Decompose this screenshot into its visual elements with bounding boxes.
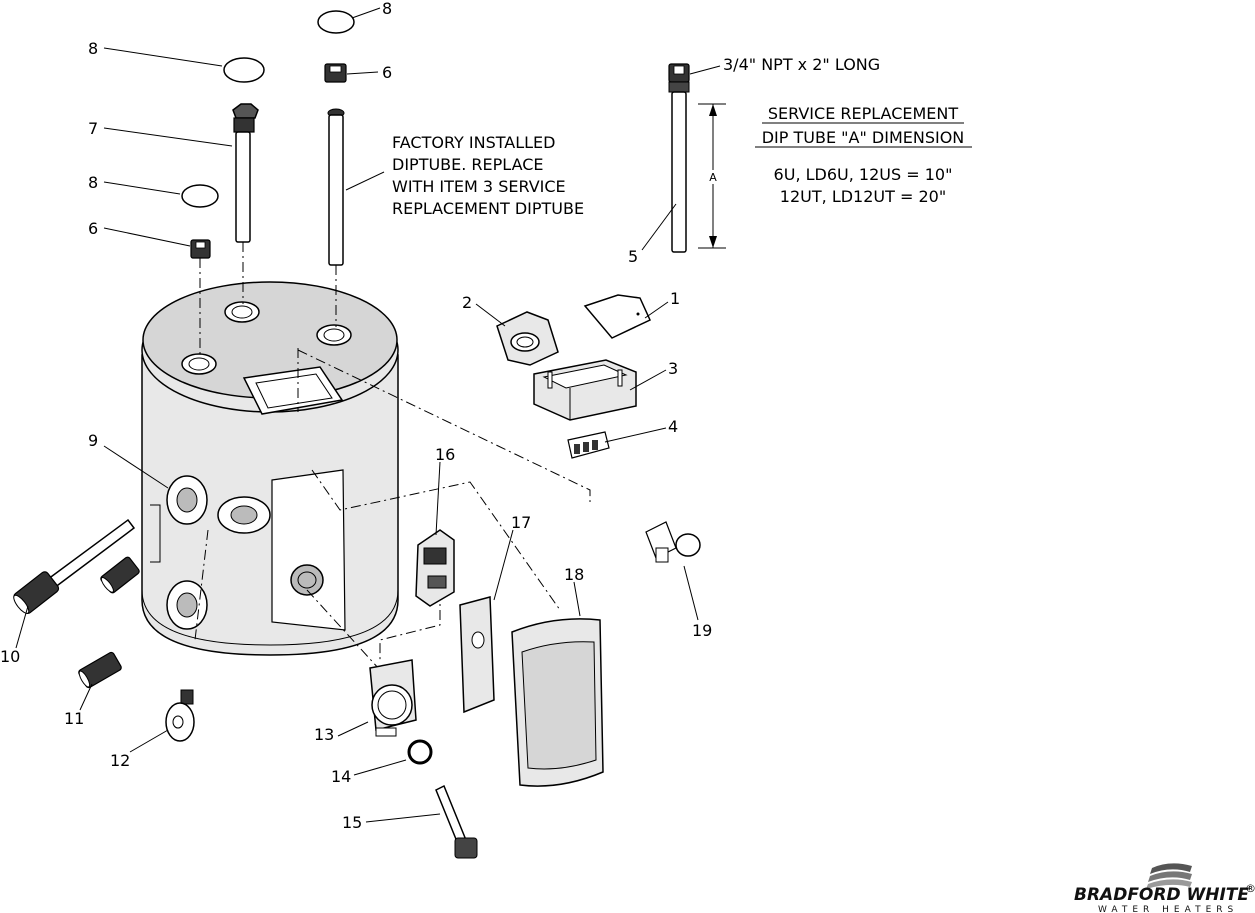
callout-7: 7	[88, 119, 98, 138]
callout-17: 17	[511, 513, 531, 532]
model-note-line-2: 12UT, LD12UT = 20"	[780, 187, 946, 206]
callout-8-top-right: 8	[382, 0, 392, 18]
drain-valve	[165, 689, 195, 742]
brand-registered-mark: ®	[1245, 882, 1255, 895]
nipple-spec-note: 3/4" NPT x 2" LONG	[723, 55, 880, 74]
factory-note-line-4: REPLACEMENT DIPTUBE	[392, 199, 584, 218]
callout-1: 1	[670, 289, 680, 308]
callout-9: 9	[88, 431, 98, 450]
callout-14: 14	[331, 767, 351, 786]
nipple-upper	[100, 556, 140, 594]
callout-6-right: 6	[382, 63, 392, 82]
terminal-block	[567, 431, 610, 459]
element-gasket-bracket	[369, 659, 417, 737]
callout-3: 3	[668, 359, 678, 378]
nipple-lower	[78, 651, 122, 689]
thermostat-bracket	[459, 596, 495, 714]
nipple-right	[324, 63, 347, 83]
brand-tagline: WATER HEATERS	[1098, 905, 1238, 913]
leader-lines	[15, 7, 721, 823]
plug-cap-mid-left	[181, 184, 219, 208]
callout-11: 11	[64, 709, 84, 728]
dimension-letter: A	[709, 171, 717, 184]
gasket-ring	[407, 739, 433, 765]
callout-8-top-left: 8	[88, 39, 98, 58]
plug-cap-top-left	[223, 57, 265, 83]
service-note-line-1: SERVICE REPLACEMENT	[768, 104, 959, 123]
callout-10: 10	[0, 647, 20, 666]
factory-note-line-2: DIPTUBE. REPLACE	[392, 155, 544, 174]
callout-numbers: 8 7 8 6 8 6 5 1 2 3 4 9 10 11 12 13 14 1…	[0, 0, 712, 832]
callout-5: 5	[628, 247, 638, 266]
service-diptube	[668, 63, 690, 253]
element-cover	[511, 618, 604, 787]
callout-12: 12	[110, 751, 130, 770]
side-fitting-upper-left	[166, 475, 208, 525]
callout-6-left: 6	[88, 219, 98, 238]
callout-4: 4	[668, 417, 678, 436]
mounting-plate	[496, 311, 559, 366]
notes: 3/4" NPT x 2" LONG FACTORY INSTALLED DIP…	[392, 55, 972, 218]
brand-name: BRADFORD WHITE	[1074, 885, 1249, 905]
factory-note-line-3: WITH ITEM 3 SERVICE	[392, 177, 566, 196]
plug-cap-top-right	[317, 10, 355, 34]
alignment-lines	[194, 242, 591, 671]
thermostat	[415, 529, 455, 607]
dimension-a: A	[698, 103, 726, 249]
side-fitting-lower-left	[166, 580, 208, 630]
heating-element	[435, 784, 478, 859]
factory-note-line-1: FACTORY INSTALLED	[392, 133, 555, 152]
tp-valve	[645, 521, 701, 563]
anode-rod	[232, 103, 259, 243]
callout-18: 18	[564, 565, 584, 584]
callout-19: 19	[692, 621, 712, 640]
bradford-white-logo: BRADFORD WHITE ® WATER HEATERS	[1074, 863, 1255, 913]
callout-13: 13	[314, 725, 334, 744]
service-note-line-2: DIP TUBE "A" DIMENSION	[762, 128, 965, 147]
junction-box	[533, 359, 637, 421]
inlet-tube	[13, 518, 136, 614]
nipple-left	[190, 239, 211, 259]
callout-15: 15	[342, 813, 362, 832]
element-port	[290, 564, 324, 596]
tank	[141, 281, 399, 656]
brand-swoosh-icon	[1146, 863, 1192, 889]
callout-16: 16	[435, 445, 455, 464]
model-note-line-1: 6U, LD6U, 12US = 10"	[774, 165, 953, 184]
factory-diptube	[327, 108, 345, 266]
callout-2: 2	[462, 293, 472, 312]
cover-plate	[583, 294, 651, 339]
callout-8-mid-left: 8	[88, 173, 98, 192]
side-fitting-upper-right	[217, 496, 271, 534]
